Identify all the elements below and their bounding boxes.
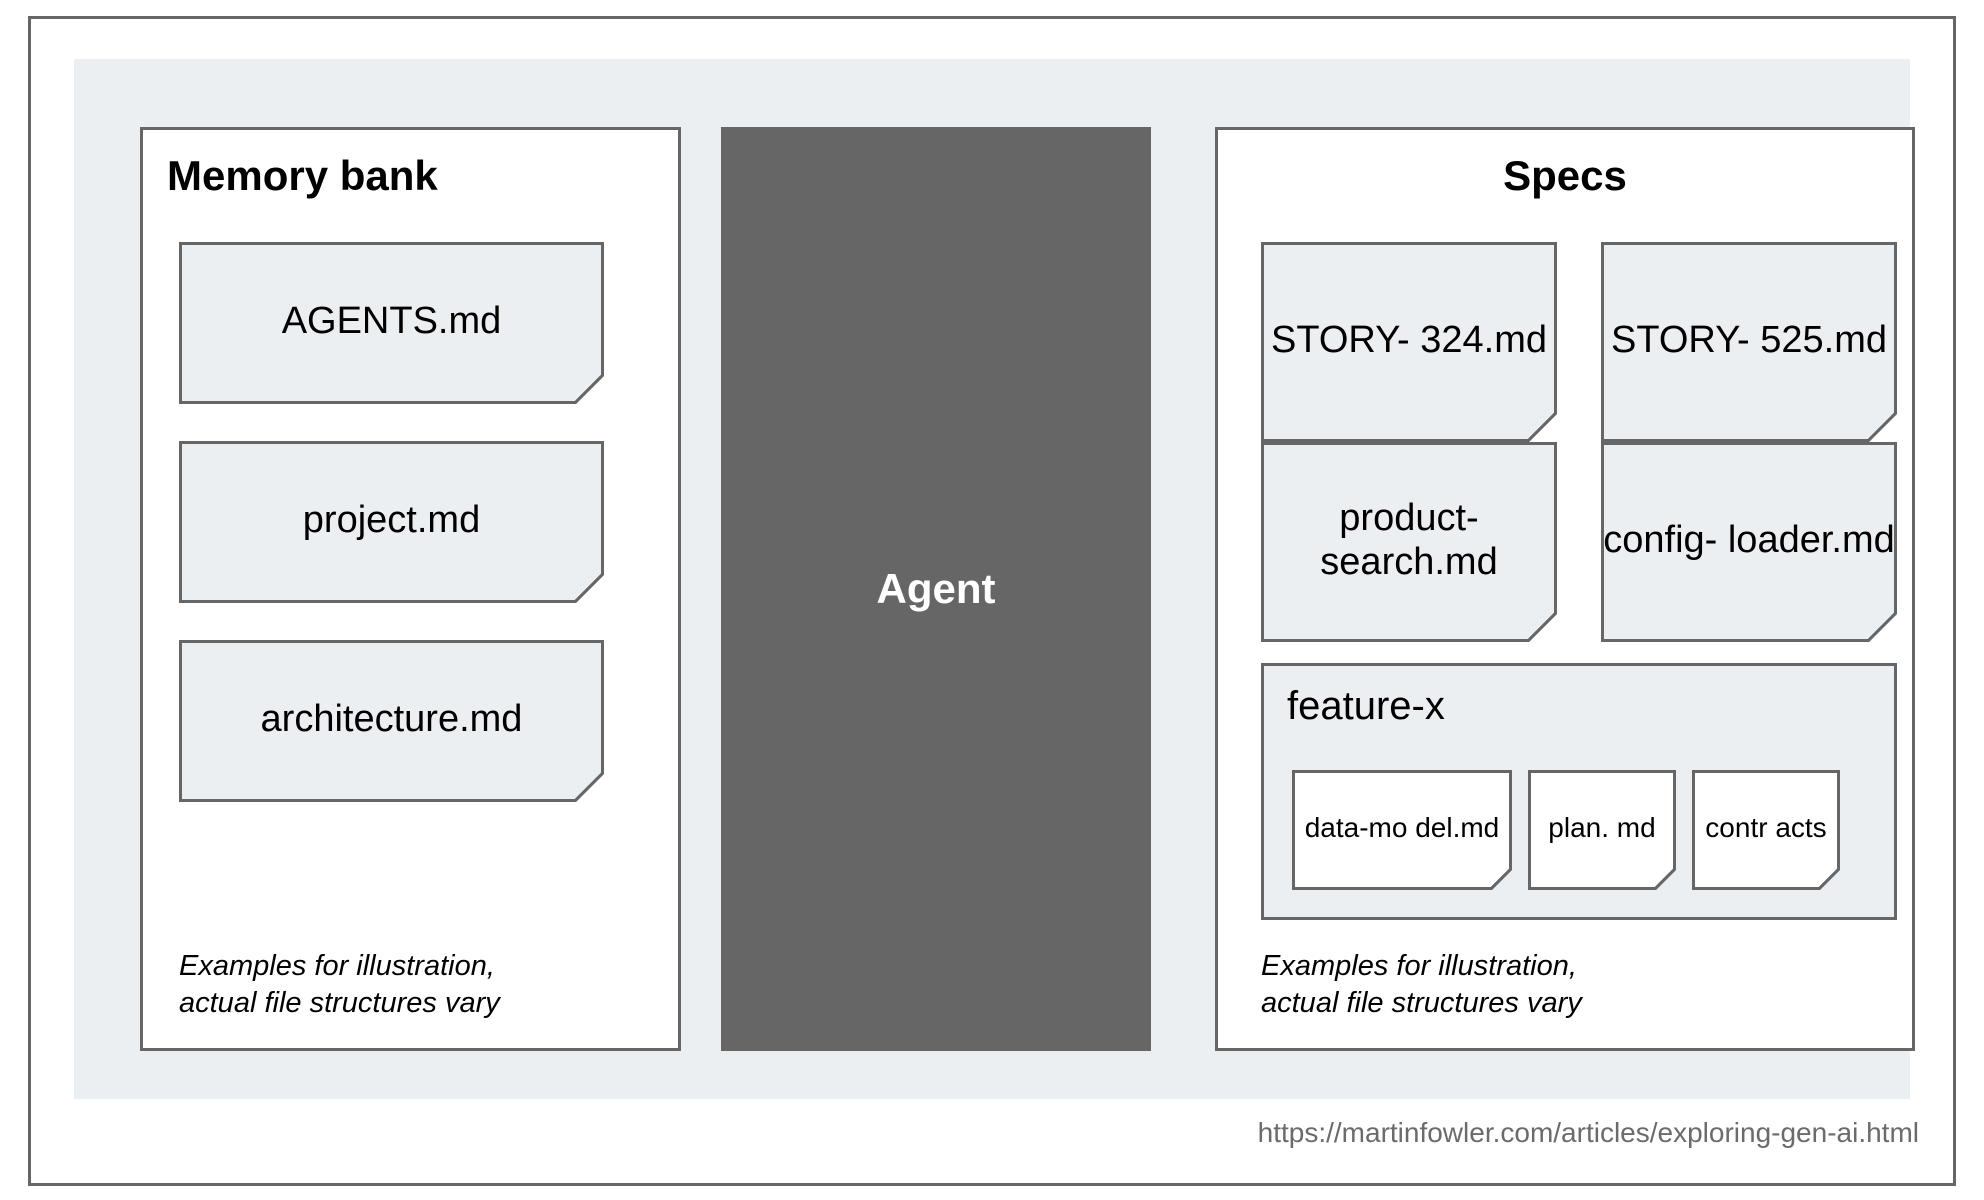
diagram-frame: Memory bank AGENTS.md project.md archite… <box>28 16 1956 1186</box>
diagram-canvas: Memory bank AGENTS.md project.md archite… <box>74 59 1915 1099</box>
file-card-label: product- search.md <box>1320 496 1498 583</box>
file-card-agents-md[interactable]: AGENTS.md <box>179 242 604 404</box>
file-card-label: data-mo del.md <box>1304 811 1500 843</box>
specs-panel: Specs STORY- 324.md STORY- 525.md produc… <box>1215 127 1915 1051</box>
file-card-story-324-md[interactable]: STORY- 324.md <box>1261 242 1557 442</box>
file-card-project-md[interactable]: project.md <box>179 441 604 603</box>
file-card-data-model-md[interactable]: data-mo del.md <box>1292 770 1512 890</box>
folder-group-title: feature-x <box>1287 684 1445 728</box>
specs-title: Specs <box>1503 152 1627 199</box>
file-card-contracts[interactable]: contr acts <box>1692 770 1840 890</box>
file-card-architecture-md[interactable]: architecture.md <box>179 640 604 802</box>
specs-disclaimer: Examples for illustration, actual file s… <box>1261 949 1582 1019</box>
agent-label: Agent <box>876 565 996 612</box>
file-card-story-525-md[interactable]: STORY- 525.md <box>1601 242 1897 442</box>
file-card-label: AGENTS.md <box>281 299 502 342</box>
file-card-config-loader-md[interactable]: config- loader.md <box>1601 442 1897 642</box>
file-card-label: architecture.md <box>260 697 523 740</box>
file-card-plan-md[interactable]: plan. md <box>1528 770 1676 890</box>
file-card-label: project.md <box>302 498 481 541</box>
file-card-label: STORY- 525.md <box>1610 318 1887 361</box>
file-card-label: plan. md <box>1548 811 1656 843</box>
memory-bank-panel: Memory bank AGENTS.md project.md archite… <box>140 127 681 1051</box>
memory-bank-title: Memory bank <box>167 152 438 199</box>
file-card-label: config- loader.md <box>1603 518 1895 561</box>
agent-column[interactable]: Agent <box>721 127 1151 1051</box>
file-card-product-search-md[interactable]: product- search.md <box>1261 442 1557 642</box>
folder-group-feature-x: feature-x data-mo del.md plan. md contr … <box>1261 663 1897 920</box>
source-url[interactable]: https://martinfowler.com/articles/explor… <box>1257 1117 1919 1148</box>
file-card-label: STORY- 324.md <box>1270 318 1547 361</box>
file-card-label: contr acts <box>1705 811 1827 843</box>
memory-bank-disclaimer: Examples for illustration, actual file s… <box>179 949 500 1019</box>
